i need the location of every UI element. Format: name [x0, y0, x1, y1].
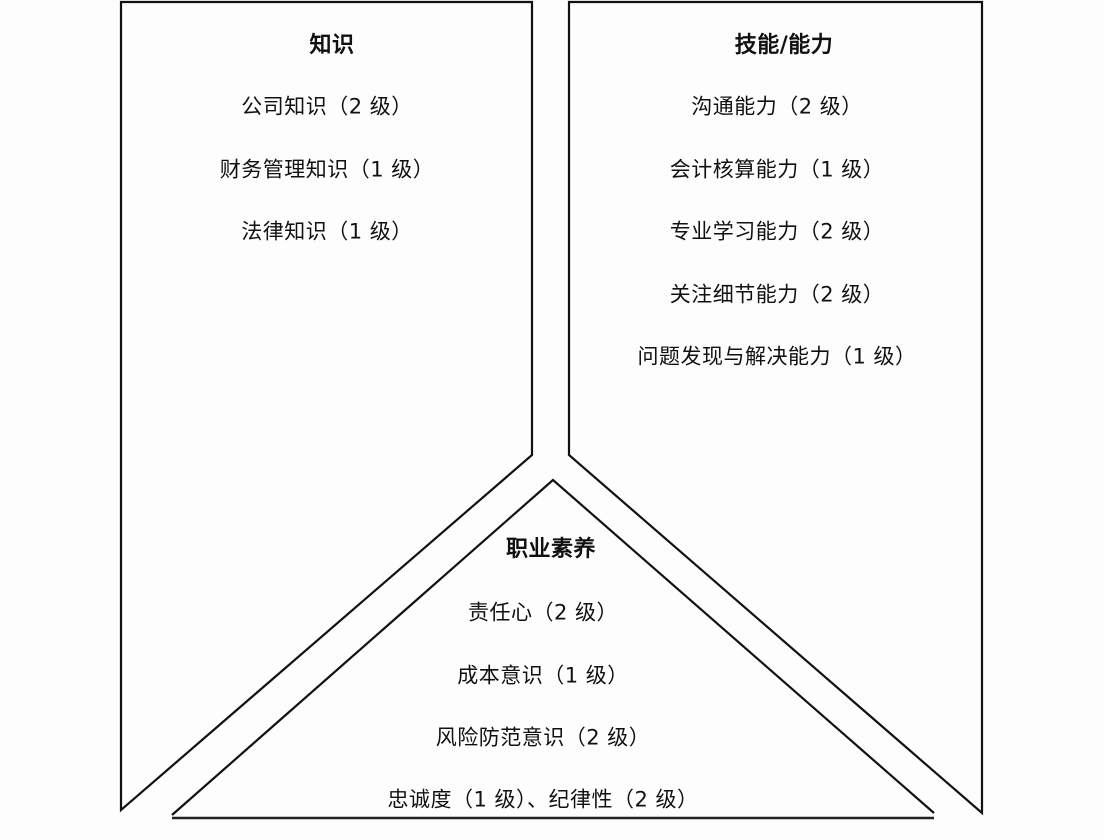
professionalism-item: 风险防范意识（2 级） — [435, 725, 651, 750]
skills-title: 技能/能力 — [734, 33, 834, 58]
professionalism-item: 责任心（2 级） — [467, 600, 619, 625]
skills-panel — [567, 0, 984, 816]
knowledge-item: 公司知识（2 级） — [241, 94, 413, 119]
skills-item: 关注细节能力（2 级） — [669, 282, 885, 307]
professionalism-title: 职业素养 — [505, 537, 597, 562]
skills-item: 专业学习能力（2 级） — [669, 219, 885, 244]
knowledge-title: 知识 — [309, 33, 355, 58]
knowledge-item: 财务管理知识（1 级） — [219, 157, 435, 182]
professionalism-item: 成本意识（1 级） — [457, 663, 629, 688]
professionalism-item: 忠诚度（1 级）、纪律性（2 级） — [387, 787, 699, 812]
professionalism-triangle — [171, 478, 935, 816]
skills-item: 沟通能力（2 级） — [691, 94, 863, 119]
knowledge-item: 法律知识（1 级） — [241, 219, 413, 244]
skills-item: 会计核算能力（1 级） — [669, 157, 885, 182]
knowledge-panel — [119, 0, 534, 813]
skills-item: 问题发现与解决能力（1 级） — [637, 344, 917, 369]
